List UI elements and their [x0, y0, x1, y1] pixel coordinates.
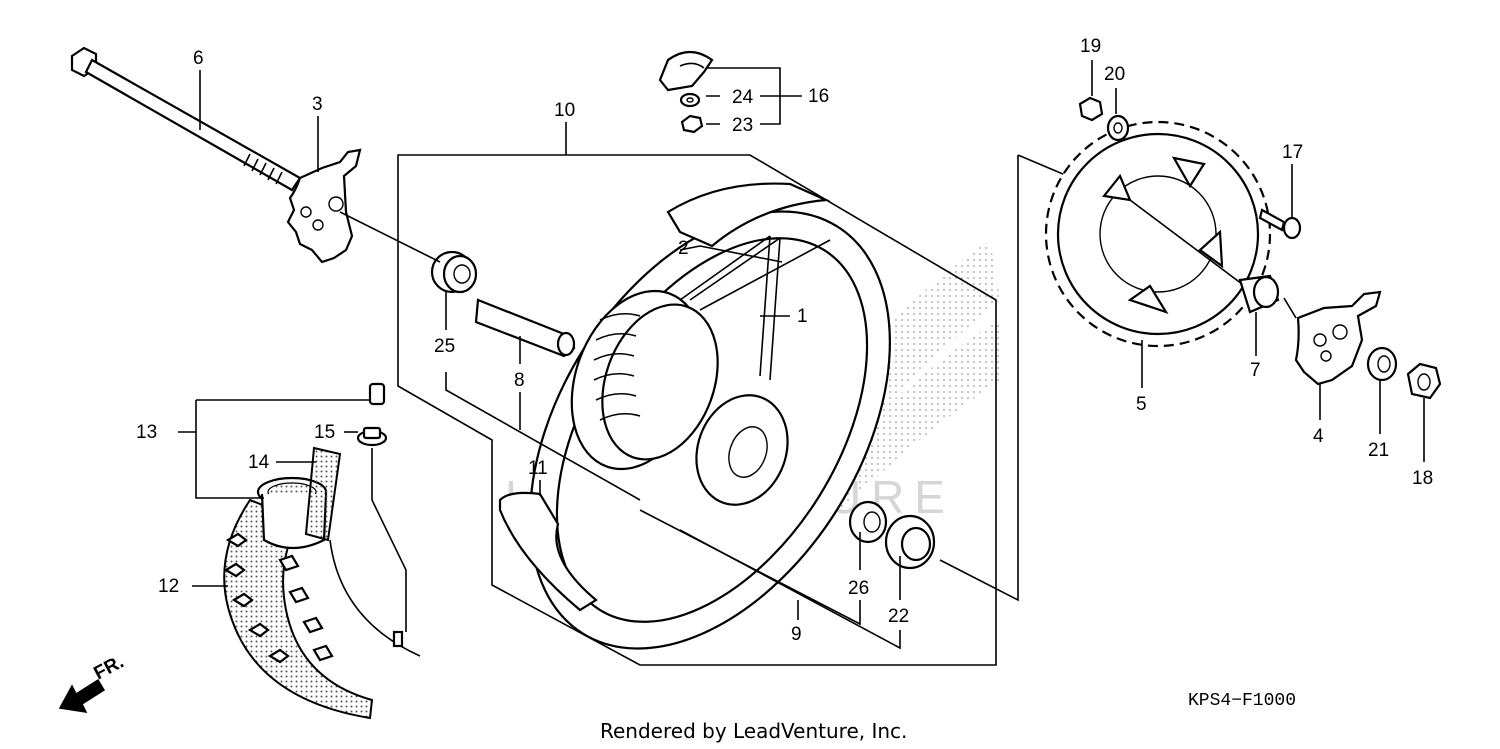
- label-part-3: 3: [312, 94, 323, 115]
- wheel-spokes[interactable]: [679, 235, 831, 381]
- label-part-12: 12: [158, 576, 179, 597]
- label-part-6: 6: [193, 48, 204, 69]
- label-part-24: 24: [732, 87, 754, 108]
- label-part-9: 9: [791, 624, 802, 645]
- distance-collar[interactable]: [474, 298, 576, 358]
- sprocket-spacer[interactable]: [1238, 274, 1280, 314]
- axle-bolt[interactable]: [70, 46, 302, 192]
- rim-band-upper[interactable]: [666, 182, 831, 248]
- label-part-22: 22: [888, 606, 909, 627]
- driven-sprocket[interactable]: [1044, 120, 1272, 348]
- sprocket-washer[interactable]: [1106, 114, 1130, 142]
- label-part-21: 21: [1368, 440, 1389, 461]
- rim-lock-washer[interactable]: [679, 92, 701, 108]
- valve-cap[interactable]: [368, 382, 386, 406]
- axle-nut[interactable]: [1406, 362, 1442, 400]
- sprocket-nut[interactable]: [1078, 96, 1104, 122]
- valve-stem[interactable]: [392, 630, 404, 648]
- label-part-4: 4: [1313, 426, 1324, 447]
- label-part-8: 8: [514, 370, 525, 391]
- label-part-15: 15: [314, 422, 335, 443]
- wheel-hub[interactable]: [548, 272, 802, 517]
- label-part-25: 25: [434, 336, 455, 357]
- rim-lock[interactable]: [658, 50, 714, 92]
- chain-adjuster-right[interactable]: [1294, 290, 1382, 386]
- label-part-10: 10: [554, 100, 575, 121]
- valve-nut[interactable]: [356, 426, 388, 447]
- chain-adjuster-left[interactable]: [286, 148, 362, 264]
- label-part-23: 23: [732, 115, 753, 136]
- label-part-17: 17: [1282, 142, 1303, 163]
- dust-seal[interactable]: [884, 514, 936, 570]
- front-direction-arrow-icon: [58, 678, 106, 713]
- label-part-1: 1: [797, 306, 808, 327]
- leader-lines: [178, 60, 1425, 650]
- label-part-2: 2: [678, 238, 689, 259]
- diagram-code: KPS4−F1000: [1188, 691, 1296, 711]
- rim-band[interactable]: [304, 446, 342, 542]
- front-direction-label: FR.: [90, 652, 127, 685]
- sprocket-bolt[interactable]: [1258, 208, 1302, 240]
- label-part-13: 13: [136, 422, 157, 443]
- label-part-20: 20: [1104, 64, 1125, 85]
- label-part-19: 19: [1080, 36, 1101, 57]
- rim-lock-nut[interactable]: [680, 114, 704, 134]
- wheel-bearing-right[interactable]: [848, 500, 888, 544]
- label-part-5: 5: [1136, 394, 1147, 415]
- wheel-bearing-left[interactable]: [430, 250, 478, 294]
- label-part-7: 7: [1250, 360, 1261, 381]
- axle-washer[interactable]: [1366, 346, 1398, 382]
- rim-strip[interactable]: [498, 491, 598, 612]
- label-part-11: 11: [528, 458, 548, 479]
- label-part-14: 14: [248, 452, 270, 473]
- render-credit: Rendered by LeadVenture, Inc.: [600, 719, 907, 743]
- label-part-16: 16: [808, 86, 829, 107]
- label-part-18: 18: [1412, 468, 1433, 489]
- label-part-26: 26: [848, 578, 869, 599]
